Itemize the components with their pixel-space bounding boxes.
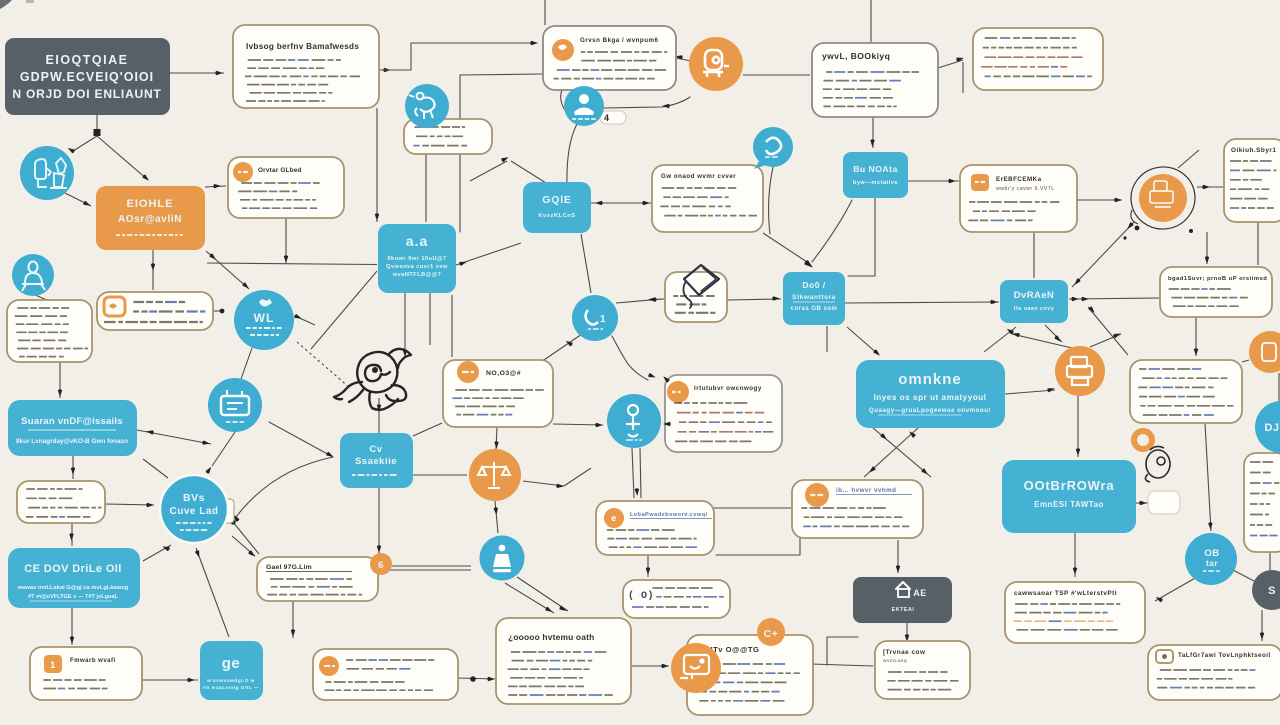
svg-text:wwbr'y cavwr 6.VV7L: wwbr'y cavwr 6.VV7L (996, 186, 1055, 192)
svg-text:cnras GB som: cnras GB som (791, 306, 838, 312)
svg-text:cawwsaoar TSP #'wLterstvPti: cawwsaoar TSP #'wLterstvPti (1014, 590, 1117, 597)
svg-text:a.a: a.a (406, 233, 428, 249)
svg-text:BVs: BVs (183, 492, 205, 504)
svg-text:NO,O3@#: NO,O3@# (486, 370, 521, 377)
svg-text:¿ooooo hvtemu oath: ¿ooooo hvtemu oath (508, 632, 594, 642)
svg-text:LvbaPwadebvworv.cvwqi: LvbaPwadebvworv.cvwqi (630, 512, 708, 518)
svg-text:S: S (1268, 585, 1276, 597)
svg-text:GDPW.ECVEIQ'OIOI: GDPW.ECVEIQ'OIOI (20, 70, 154, 84)
svg-text:EKITv O@@TG: EKITv O@@TG (699, 645, 759, 654)
svg-text:4: 4 (604, 113, 610, 123)
svg-text:Oikiuh.Sbyr1: Oikiuh.Sbyr1 (1231, 147, 1276, 154)
svg-text:omnkne: omnkne (898, 371, 962, 388)
svg-text:KvszKLCnS: KvszKLCnS (538, 213, 575, 219)
svg-text:Qvwsnva cuvr1 vew: Qvwsnva cuvr1 vew (386, 264, 448, 270)
svg-text:OB: OB (1204, 548, 1219, 559)
svg-text:Fmwarb wvafl: Fmwarb wvafl (70, 658, 116, 664)
svg-text:w'avwvnwdgLO w: w'avwvnwdgLO w (206, 678, 255, 684)
svg-text:Cv: Cv (369, 444, 382, 455)
svg-text:DJ: DJ (1264, 422, 1279, 434)
svg-text:Bu NOAta: Bu NOAta (853, 164, 898, 174)
svg-text:( O): ( O) (628, 590, 654, 602)
svg-text:rm waaLvong GVL —: rm waaLvong GVL — (203, 685, 260, 691)
svg-text:Suaran vnDF@issails: Suaran vnDF@issails (21, 416, 123, 427)
svg-text:Do0 /: Do0 / (802, 280, 825, 290)
svg-text:ErEBFCEMKa: ErEBFCEMKa (996, 176, 1042, 183)
svg-text:ffa oaav cnvy: ffa oaav cnvy (1014, 306, 1055, 312)
svg-text:ge: ge (222, 655, 241, 672)
svg-text:8kur Lvnagrday@vKO-B Gwn fonas: 8kur Lvnagrday@vKO-B Gwn fonasn (16, 438, 128, 445)
svg-text:byw—mstative: byw—mstative (853, 180, 898, 186)
svg-text:wvaNTFLB@@7: wvaNTFLB@@7 (392, 272, 441, 278)
svg-text:EKTEAI: EKTEAI (892, 607, 915, 613)
svg-text:Orvtar GLbed: Orvtar GLbed (258, 167, 302, 174)
svg-text:1: 1 (600, 314, 606, 325)
svg-text:Cuve Lad: Cuve Lad (169, 506, 218, 517)
svg-text:OOtBrROWra: OOtBrROWra (1024, 478, 1115, 493)
svg-text:ib... hvwvr vvhmd: ib... hvwvr vvhmd (836, 487, 896, 494)
svg-text:lrtutubvr owcnwogy: lrtutubvr owcnwogy (694, 385, 762, 392)
svg-text:DvRAeN: DvRAeN (1014, 290, 1054, 301)
svg-text:e: e (611, 513, 617, 523)
svg-text:tar: tar (1206, 558, 1219, 568)
svg-text:#T m@uVFLTGE x — T#T jvLguaL: #T m@uVFLTGE x — T#T jvLguaL (28, 594, 118, 600)
svg-text:EIOQTQIAE: EIOQTQIAE (46, 53, 129, 67)
svg-text:N ORJD DOI ENLIAUNT: N ORJD DOI ENLIAUNT (12, 87, 161, 101)
svg-text:ywvL, BOOkiyq: ywvL, BOOkiyq (822, 51, 890, 61)
svg-text:1: 1 (50, 660, 56, 670)
svg-text:6: 6 (378, 560, 384, 571)
svg-text:EmnESI TAWTao: EmnESI TAWTao (1034, 500, 1104, 509)
svg-text:Slkwanttsra: Slkwanttsra (792, 294, 836, 301)
svg-text:lnyes os spr ut amatyyoul: lnyes os spr ut amatyyoul (873, 393, 986, 402)
svg-text:9kuwr 9wr 10uU@7: 9kuwr 9wr 10uU@7 (387, 256, 446, 262)
svg-text:AE: AE (913, 588, 927, 598)
svg-text:Ssaekiie: Ssaekiie (355, 456, 397, 467)
svg-text:TaLfGr7awi TovLnphktseoil: TaLfGr7awi TovLnphktseoil (1178, 652, 1271, 659)
svg-text:Ivbsog berfnv Bamafwesds: Ivbsog berfnv Bamafwesds (246, 42, 359, 51)
svg-text:Gael 97G.Lim: Gael 97G.Lim (266, 564, 312, 571)
svg-text:wvmLaeq: wvmLaeq (883, 658, 907, 664)
svg-text:wawav mvLLakal G@gj ca mvLgLka: wawav mvLLakal G@gj ca mvLgLkawug (17, 585, 129, 591)
svg-text:GQlE: GQlE (542, 194, 571, 206)
svg-text:bgad1Suvr; prnoB uP orsiimsd: bgad1Suvr; prnoB uP orsiimsd (1168, 276, 1267, 282)
svg-text:WL: WL (254, 311, 275, 325)
svg-text:[Trvnae cow: [Trvnae cow (883, 649, 925, 656)
svg-text:Grvsn Bkga / wvnpum6: Grvsn Bkga / wvnpum6 (580, 37, 658, 44)
svg-text:AOsr@avliN: AOsr@avliN (118, 214, 182, 225)
svg-text:CE DOV DriLe OIl: CE DOV DriLe OIl (24, 563, 121, 575)
svg-text:Gw onaod wvmr cvver: Gw onaod wvmr cvver (661, 173, 736, 180)
svg-text:EIOHLE: EIOHLE (127, 198, 174, 210)
svg-text:C+: C+ (764, 628, 779, 640)
svg-text:Quaagy—gruaLpogeewae onvmoou!: Quaagy—gruaLpogeewae onvmoou! (869, 407, 991, 414)
